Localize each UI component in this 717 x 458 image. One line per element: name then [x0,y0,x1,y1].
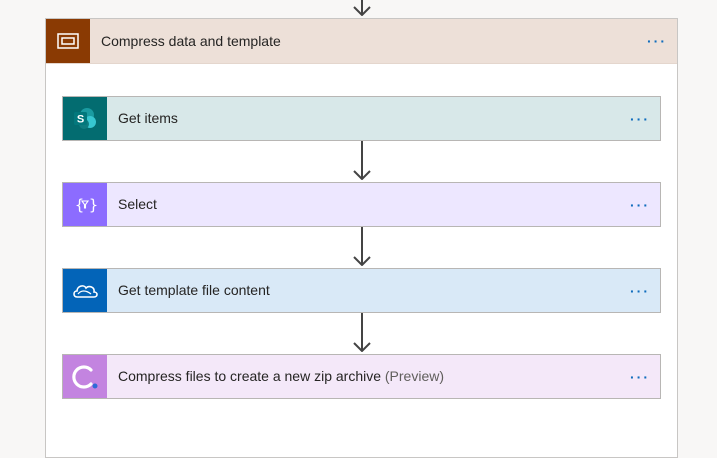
action-label: Select [118,196,157,212]
action-select[interactable]: { } Select ··· [62,182,661,227]
more-options-button[interactable]: ··· [630,196,650,213]
scope-title: Compress data and template [101,33,281,49]
flow-arrow [352,227,372,268]
action-get-template-file-content[interactable]: Get template file content ··· [62,268,661,313]
preview-tag: (Preview) [384,368,445,384]
svg-text:S: S [77,113,84,125]
data-operation-icon: { } [63,183,107,226]
flow-arrow [352,313,372,354]
onedrive-icon [63,269,107,312]
action-get-items[interactable]: S Get items ··· [62,96,661,141]
more-options-button[interactable]: ··· [630,282,650,299]
action-label-text: Compress files to create a new zip archi… [118,368,381,384]
more-options-button[interactable]: ··· [630,368,650,385]
flow-arrow [352,141,372,182]
more-options-button[interactable]: ··· [630,110,650,127]
action-label: Get items [118,110,178,126]
cloudmersive-icon [63,355,107,398]
sharepoint-icon: S [63,97,107,140]
scope-header[interactable]: Compress data and template ··· [46,19,677,64]
scope-box-icon [46,19,90,63]
action-label: Get template file content [118,282,270,298]
action-label: Compress files to create a new zip archi… [118,355,444,398]
svg-text:{: { [75,196,84,214]
svg-text:}: } [89,196,98,214]
action-compress-files[interactable]: Compress files to create a new zip archi… [62,354,661,399]
flow-arrow-top [352,0,372,18]
scope-more-options-button[interactable]: ··· [647,33,667,49]
